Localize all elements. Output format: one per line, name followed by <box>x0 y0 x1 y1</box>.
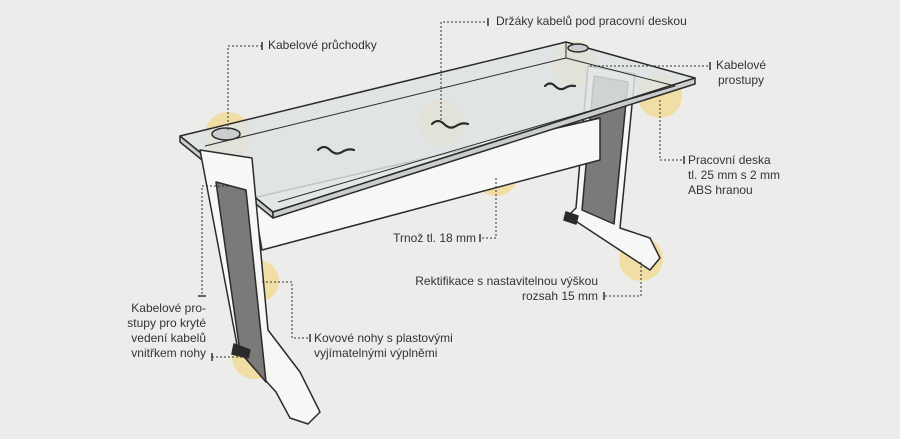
cable-holders <box>316 82 577 155</box>
label-leveling: Rektifikace s nastavitelnou výškou rozsa… <box>415 274 598 303</box>
leader-leveling <box>604 262 642 297</box>
label-cable-passages: Kabelové prostupy <box>716 58 767 87</box>
leader-legs <box>262 281 310 339</box>
leader-beam <box>480 178 497 239</box>
leader-grommets <box>227 45 262 130</box>
label-beam: Trnož tl. 18 mm <box>393 231 476 245</box>
label-metal-legs: Kovové nohy s plastovými vyjímatelnými v… <box>314 331 453 360</box>
grommets <box>211 43 589 141</box>
leader-worktop <box>659 100 684 161</box>
leader-leg-passages <box>201 185 232 296</box>
leader-holders <box>440 21 488 120</box>
label-cable-grommets: Kabelové průchodky <box>268 38 377 52</box>
label-leg-passages: Kabelové pro- stupy pro kryté vedení kab… <box>127 301 206 360</box>
label-work-top: Pracovní deska tl. 25 mm s 2 mm ABS hran… <box>688 153 781 197</box>
left-leg <box>199 149 321 425</box>
label-cable-holders: Držáky kabelů pod pracovní deskou <box>496 14 687 28</box>
